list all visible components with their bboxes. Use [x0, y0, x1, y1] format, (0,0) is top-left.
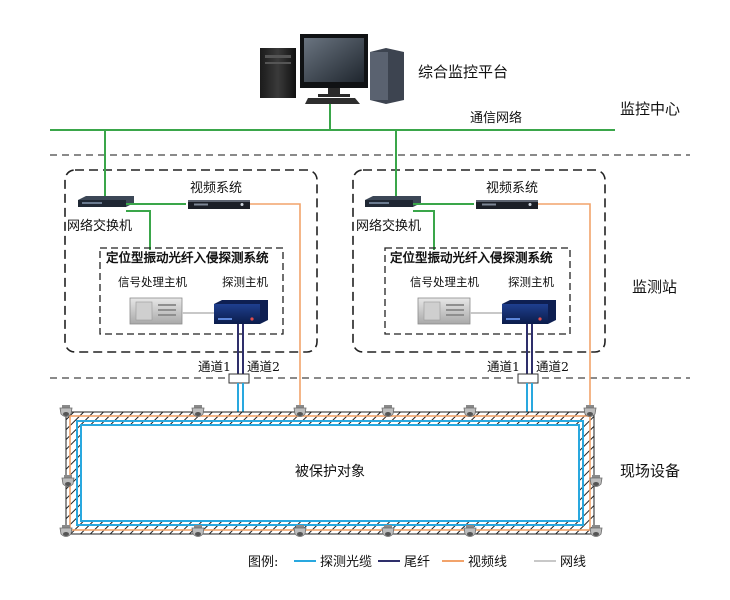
- signal-host-icon: [417, 297, 471, 325]
- detect-host-label: 探测主机: [508, 275, 554, 289]
- zone-station-label: 监测站: [632, 278, 677, 296]
- legend-item-pigtail: 尾纤: [404, 555, 430, 570]
- fence-outline: [65, 411, 595, 535]
- connector-box: [228, 373, 250, 384]
- station-2: 网络交换机 视频系统 定位型振动光纤入侵探测系统 信号处理主机 探测主机 通道1…: [352, 130, 606, 418]
- legend-item-video: 视频线: [468, 555, 507, 570]
- detect-host-icon: [214, 300, 268, 324]
- station-1: 网络交换机 视频系统 定位型振动光纤入侵探测系统 信号处理主机 探测主机 通道1…: [64, 130, 318, 418]
- camera-icon: [463, 404, 477, 417]
- protected-label: 被保护对象: [295, 464, 365, 480]
- system-title: 定位型振动光纤入侵探测系统: [389, 250, 553, 265]
- video-ring: [69, 415, 591, 531]
- camera-icon: [583, 404, 597, 417]
- channel1-label: 通道1: [198, 359, 231, 374]
- legend-item-lan: 网线: [560, 555, 586, 570]
- legend-title: 图例:: [248, 555, 278, 570]
- zone-center-label: 监控中心: [620, 100, 680, 118]
- switch-label: 网络交换机: [67, 218, 132, 234]
- perimeter: 被保护对象: [65, 411, 595, 535]
- protected-area: [82, 426, 578, 520]
- detect-host-label: 探测主机: [222, 275, 268, 289]
- camera-icon: [381, 404, 395, 417]
- channel2-label: 通道2: [247, 359, 280, 374]
- channel2-label: 通道2: [536, 359, 569, 374]
- system-title: 定位型振动光纤入侵探测系统: [105, 250, 269, 265]
- system-box: [384, 247, 571, 335]
- camera-icon: [191, 404, 205, 417]
- connector-box: [517, 373, 539, 384]
- legend-item-cable: 探测光缆: [320, 554, 372, 570]
- video-system-icon: [188, 200, 250, 209]
- platform-label: 综合监控平台: [418, 63, 508, 81]
- system-box: [99, 247, 284, 335]
- switch-icon: [78, 196, 134, 207]
- video-line: [250, 203, 301, 408]
- detect-host-icon: [502, 300, 556, 324]
- zone-field-label: 现场设备: [620, 462, 680, 480]
- lan-to-system: [413, 210, 435, 250]
- signal-host-icon: [129, 297, 183, 325]
- video-system-icon: [476, 200, 538, 209]
- sensing-cable-inner: [80, 424, 580, 522]
- signal-host-label: 信号处理主机: [410, 275, 479, 289]
- computer-icon: [260, 34, 404, 104]
- switch-label: 网络交换机: [356, 218, 421, 234]
- switch-icon: [365, 196, 421, 207]
- camera-icon: [293, 404, 307, 417]
- lan-to-system: [126, 210, 151, 250]
- channel1-label: 通道1: [487, 359, 520, 374]
- station-box: [64, 169, 318, 353]
- network-label: 通信网络: [470, 110, 522, 126]
- station-box: [352, 169, 606, 353]
- signal-host-label: 信号处理主机: [118, 275, 187, 289]
- video-line: [538, 203, 591, 408]
- sensing-cable-outer: [76, 420, 584, 526]
- video-label: 视频系统: [190, 181, 242, 196]
- camera-icon: [59, 404, 73, 417]
- video-label: 视频系统: [486, 181, 538, 196]
- legend: 图例: 探测光缆 尾纤 视频线 网线: [248, 554, 586, 570]
